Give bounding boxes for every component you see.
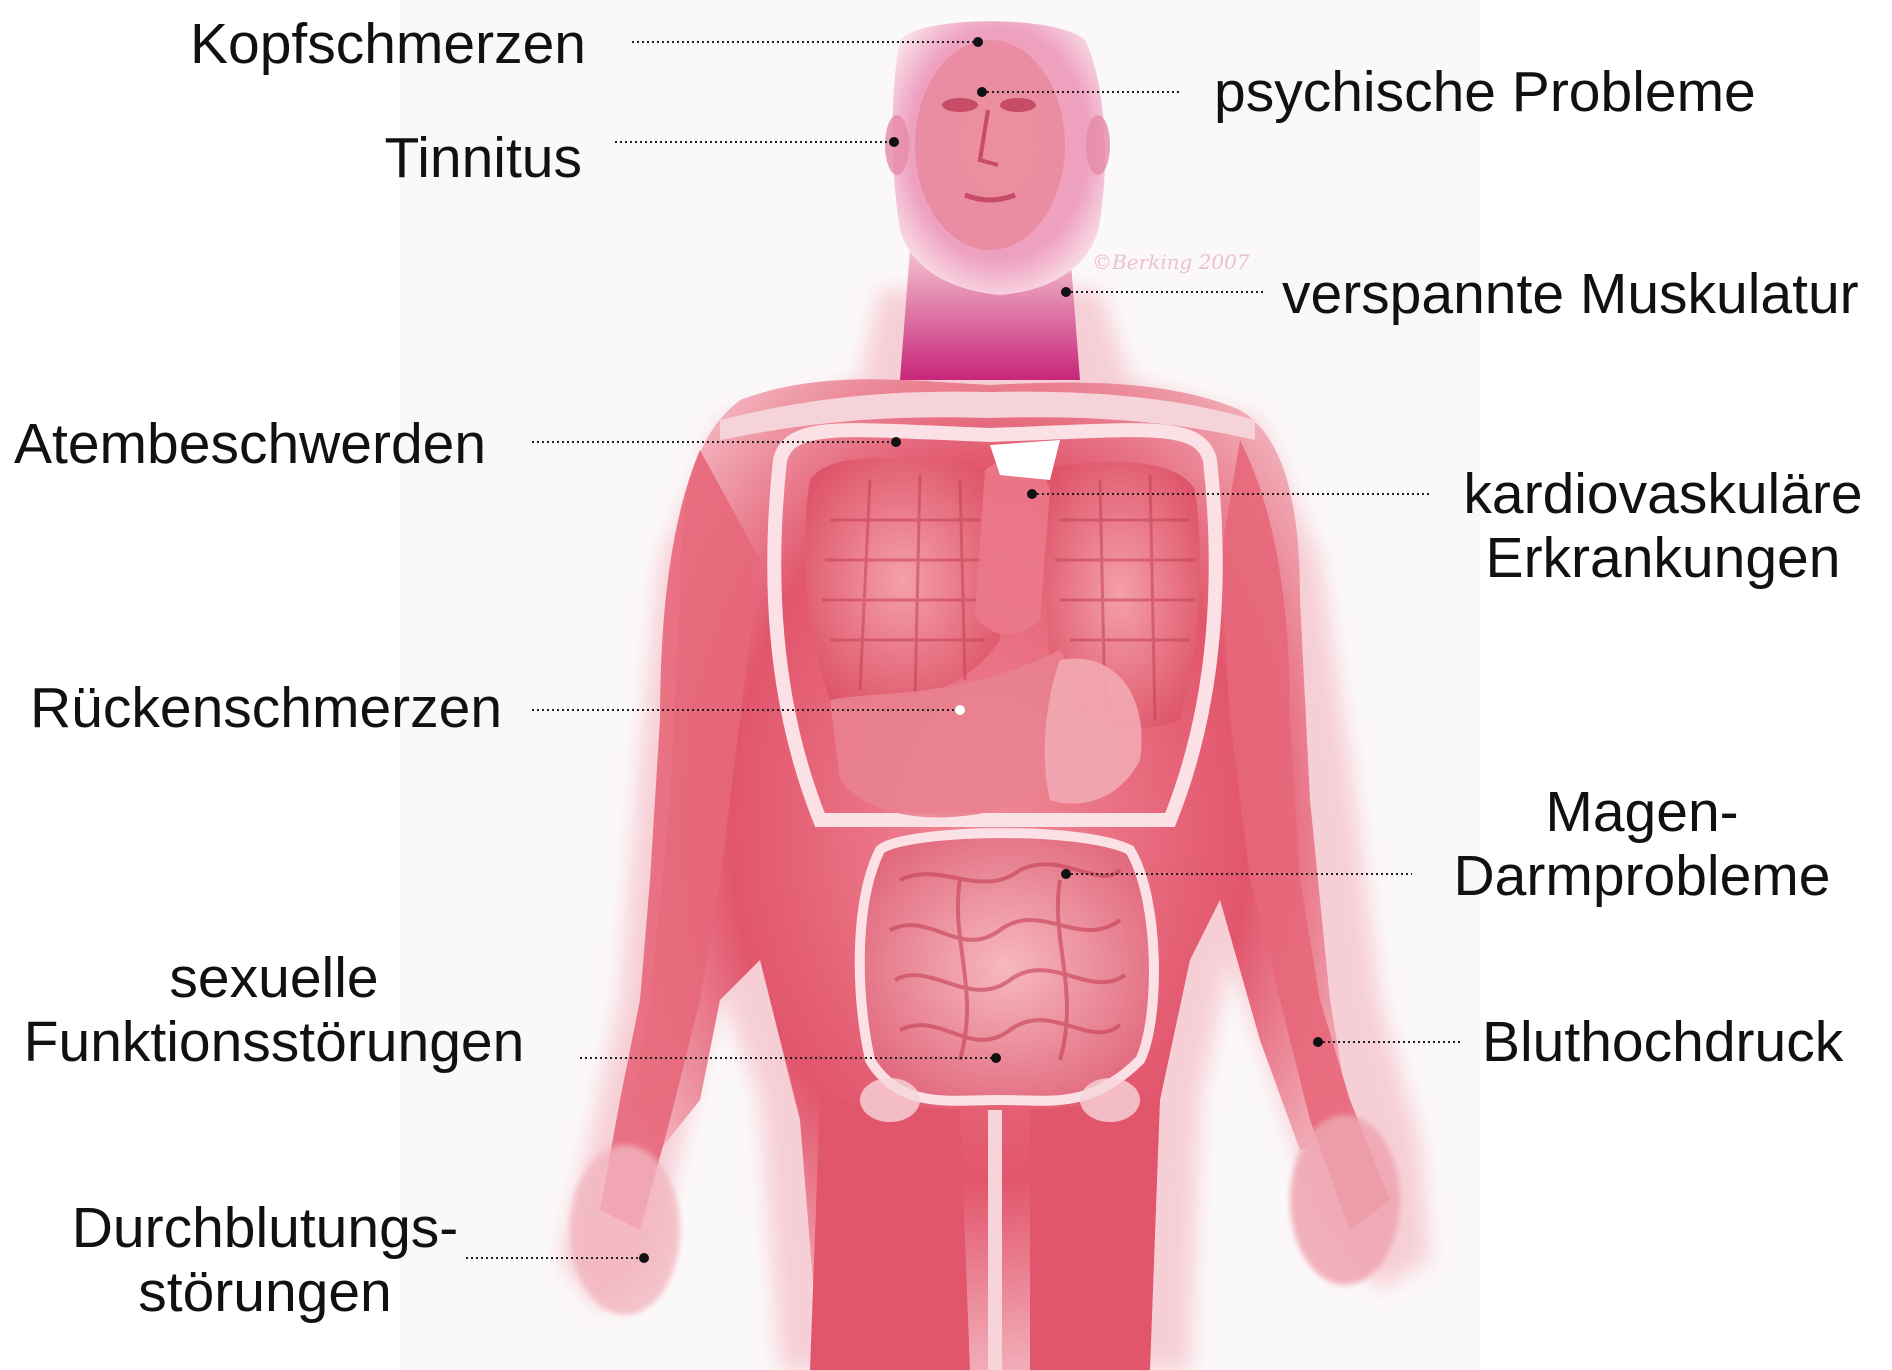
label-kopfschmerzen: Kopfschmerzen <box>190 12 586 76</box>
label-tinnitus: Tinnitus <box>385 126 582 190</box>
label-verspannte-muskulatur: verspannte Muskulatur <box>1282 262 1859 326</box>
label-durchblutung-line1: Durchblutungs- <box>60 1196 470 1260</box>
label-bluthochdruck-text: Bluthochdruck <box>1482 1010 1843 1074</box>
label-kardio-line1: kardiovaskuläre <box>1448 462 1878 526</box>
label-muskulatur-text: verspannte Muskulatur <box>1282 262 1859 326</box>
dot-rueckenschmerzen <box>955 705 965 715</box>
label-sexuelle-funktionsstoerungen: sexuelle Funktionsstörungen <box>14 946 534 1074</box>
dot-bluthochdruck <box>1313 1037 1323 1047</box>
label-magen-darmprobleme: Magen- Darmprobleme <box>1432 780 1852 908</box>
label-psychische-text: psychische Probleme <box>1214 60 1756 124</box>
left-leg <box>810 1100 970 1370</box>
label-durchblutung-line2: störungen <box>60 1260 470 1324</box>
face <box>915 40 1065 250</box>
right-ear <box>1086 115 1110 175</box>
label-atembeschwerden-text: Atembeschwerden <box>14 412 486 476</box>
label-bluthochdruck: Bluthochdruck <box>1482 1010 1843 1074</box>
label-psychische-probleme: psychische Probleme <box>1214 60 1756 124</box>
dot-muskulatur <box>1061 287 1071 297</box>
copyright-watermark: ©Berking 2007 <box>1092 250 1250 274</box>
abdomen-outline <box>860 833 1154 1101</box>
label-kardiovaskulaere-erkrankungen: kardiovaskuläre Erkrankungen <box>1448 462 1878 590</box>
dot-atembeschwerden <box>891 437 901 447</box>
dot-tinnitus <box>889 137 899 147</box>
left-hip <box>860 1078 920 1122</box>
label-rueckenschmerzen-text: Rückenschmerzen <box>30 676 502 740</box>
label-durchblutungsstoerungen: Durchblutungs- störungen <box>60 1196 470 1324</box>
dot-sexuelle <box>991 1053 1001 1063</box>
dot-kardio <box>1027 489 1037 499</box>
dot-kopfschmerzen <box>973 37 983 47</box>
left-hand <box>570 1145 680 1315</box>
left-eye <box>942 98 978 112</box>
label-sexuelle-line1: sexuelle <box>14 946 534 1010</box>
trachea <box>990 440 1060 480</box>
label-kopfschmerzen-text: Kopfschmerzen <box>190 12 586 76</box>
right-eye <box>1000 98 1036 112</box>
dot-durchblutung <box>639 1253 649 1263</box>
label-magen-line1: Magen- <box>1432 780 1852 844</box>
heart <box>975 458 1050 634</box>
right-hip <box>1080 1078 1140 1122</box>
label-magen-line2: Darmprobleme <box>1432 844 1852 908</box>
label-rueckenschmerzen: Rückenschmerzen <box>30 676 502 740</box>
dot-magen <box>1061 869 1071 879</box>
label-kardio-line2: Erkrankungen <box>1448 526 1878 590</box>
right-leg <box>1030 1100 1160 1370</box>
label-atembeschwerden: Atembeschwerden <box>14 412 486 476</box>
label-tinnitus-text: Tinnitus <box>385 126 582 190</box>
left-lung <box>805 458 1000 703</box>
right-hand <box>1290 1115 1400 1285</box>
label-sexuelle-line2: Funktionsstörungen <box>14 1010 534 1074</box>
dot-psychische <box>977 87 987 97</box>
